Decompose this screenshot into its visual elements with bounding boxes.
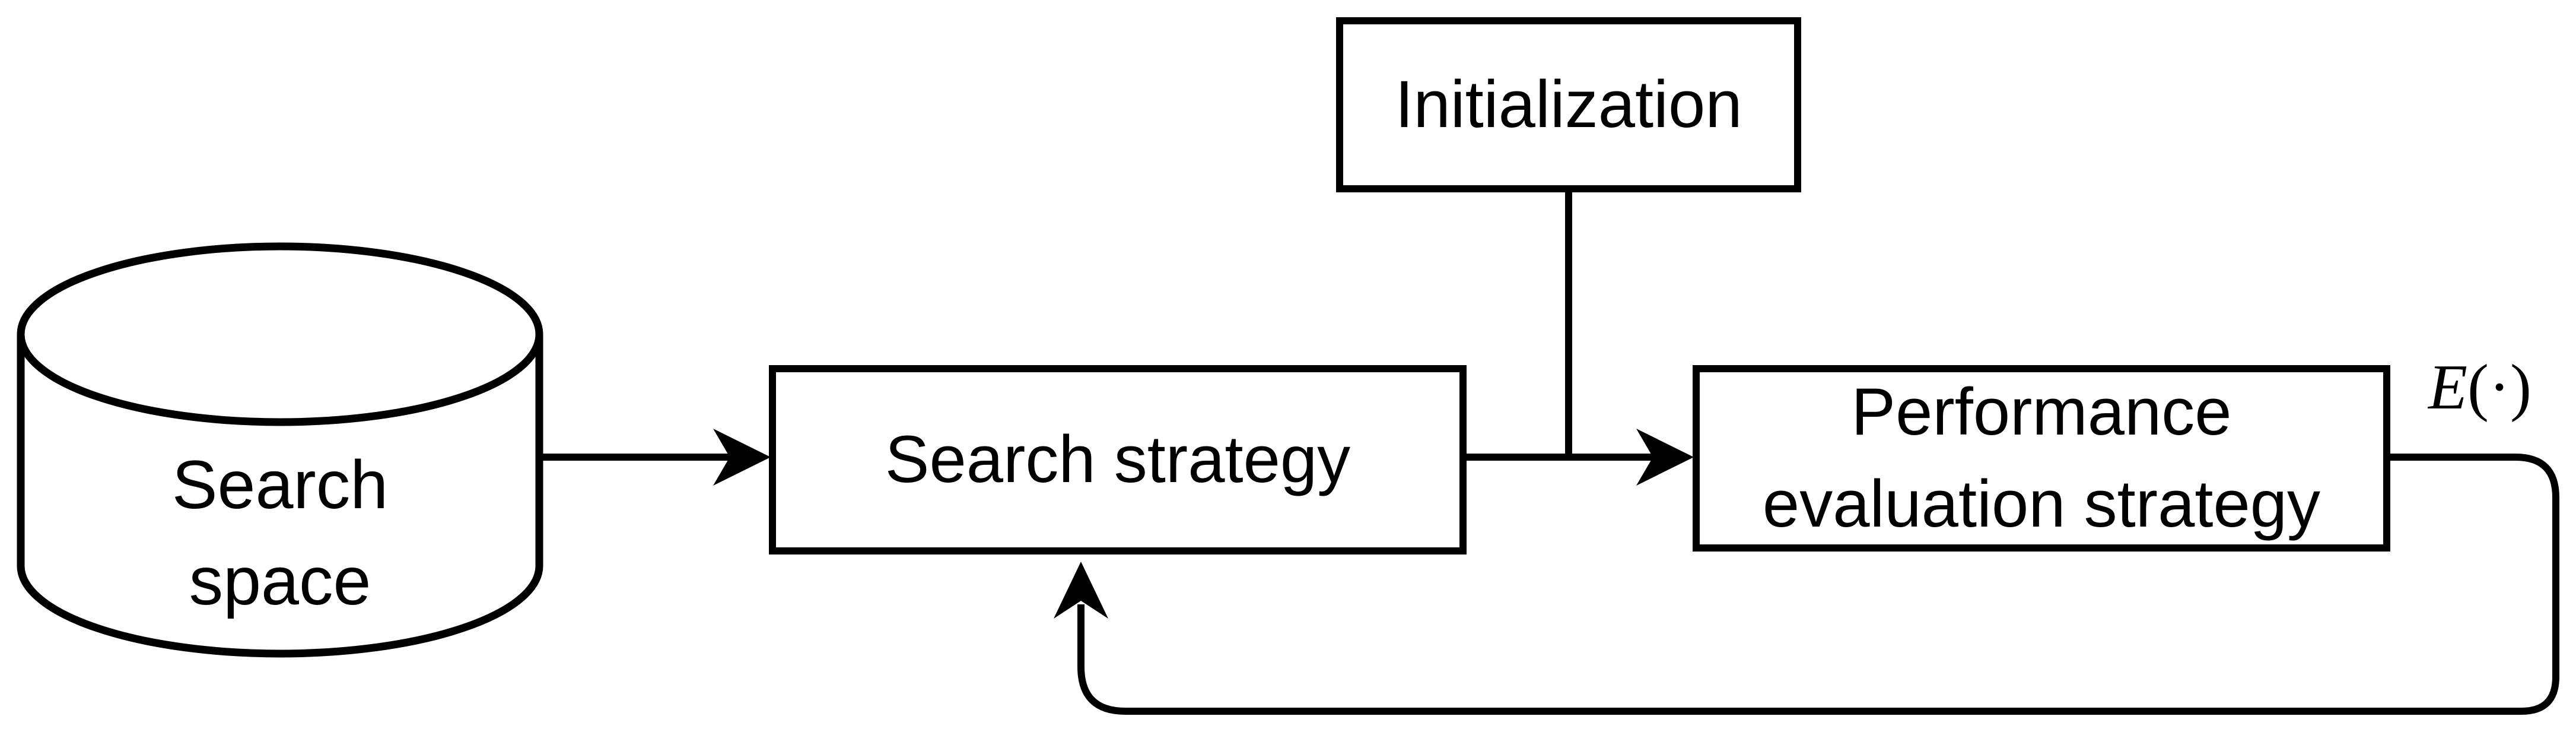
arrow-search-strategy-to-performance-head [1636, 429, 1694, 486]
search-space-label: Search space [21, 437, 539, 629]
performance-evaluation-label-line1: Performance [1851, 375, 2232, 449]
arrow-search-space-to-search-strategy-head [713, 429, 771, 486]
search-strategy-label: Search strategy [885, 422, 1351, 497]
search-space-cylinder-top [17, 242, 543, 426]
initialization-label: Initialization [1395, 67, 1742, 142]
performance-evaluation-box: Performance evaluation strategy [1693, 365, 2390, 552]
performance-evaluation-label-line2: evaluation strategy [1762, 467, 2321, 541]
search-space-label-line1: Search [171, 447, 389, 523]
evaluation-function-symbol: E [2428, 352, 2468, 423]
evaluation-function-label: E(·) [2403, 349, 2557, 426]
feedback-loop-arrow-head [1054, 562, 1108, 619]
feedback-loop-path [1077, 454, 2559, 715]
search-space-label-line2: space [189, 543, 371, 619]
search-strategy-box: Search strategy [769, 365, 1467, 554]
evaluation-function-args: (·) [2467, 352, 2532, 423]
initialization-box: Initialization [1336, 17, 1801, 192]
